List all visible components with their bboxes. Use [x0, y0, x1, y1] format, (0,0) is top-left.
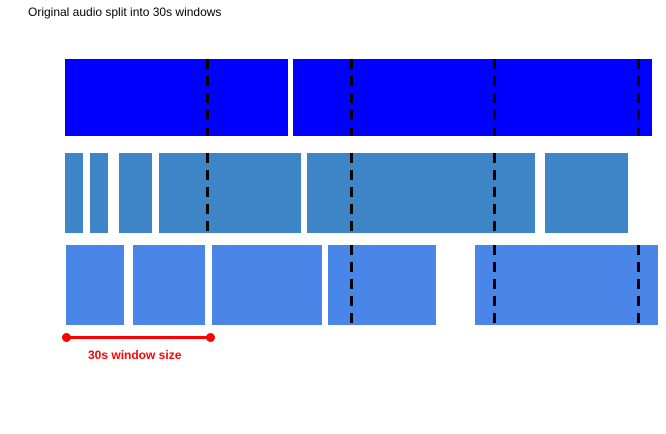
audio-segment: [212, 245, 322, 325]
audio-segment: [65, 153, 83, 233]
audio-segment: [133, 245, 205, 325]
audio-segment: [119, 153, 152, 233]
window-size-label: 30s window size: [88, 348, 182, 362]
audio-segment: [545, 153, 628, 233]
window-boundary-dashed-line: [350, 245, 353, 325]
audio-segment: [293, 59, 652, 136]
window-boundary-dashed-line: [637, 59, 640, 136]
measure-arrow-left-end: [62, 333, 71, 342]
figure-title: Original audio split into 30s windows: [28, 5, 222, 19]
audio-segment: [475, 245, 658, 325]
audio-segment: [307, 153, 535, 233]
window-boundary-dashed-line: [350, 59, 353, 136]
audio-segment: [159, 153, 301, 233]
window-boundary-dashed-line: [206, 59, 209, 136]
window-boundary-dashed-line: [350, 153, 353, 233]
measure-arrow-line: [66, 336, 211, 339]
audio-segment: [66, 245, 124, 325]
window-boundary-dashed-line: [493, 59, 496, 136]
window-boundary-dashed-line: [637, 245, 640, 325]
audio-segment: [65, 59, 288, 136]
window-boundary-dashed-line: [493, 153, 496, 233]
audio-segment: [90, 153, 108, 233]
measure-arrow-right-end: [206, 333, 215, 342]
window-boundary-dashed-line: [206, 153, 209, 233]
window-boundary-dashed-line: [493, 245, 496, 325]
audio-segment: [328, 245, 436, 325]
